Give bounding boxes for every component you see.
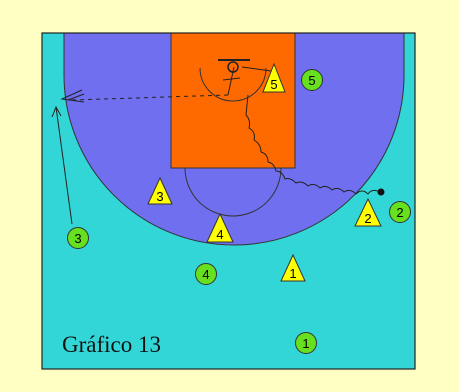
offense-player-5[interactable]: 5 (301, 69, 323, 91)
screen-mark (222, 66, 241, 96)
diagram-caption: Gráfico 13 (62, 332, 161, 357)
movement-lines (51, 66, 381, 225)
offense-player-label: 3 (74, 231, 81, 246)
defense-player-5[interactable]: 5 (262, 62, 286, 93)
green-circle-icon (67, 227, 89, 249)
defense-player-label: 2 (364, 211, 371, 226)
offense-player-1[interactable]: 1 (295, 332, 317, 354)
yellow-triangle-icon (354, 197, 382, 227)
defense-player-label: 3 (156, 189, 163, 204)
green-circle-icon (389, 201, 411, 223)
post-move-line (241, 66, 272, 72)
ball-dot-icon (377, 188, 385, 196)
pass-line (71, 94, 229, 101)
offense-player-label: 5 (308, 73, 315, 88)
defense-player-4[interactable]: 4 (206, 212, 234, 243)
defense-player-label: 5 (270, 77, 277, 92)
free-throw-circle (184, 167, 282, 217)
offense-player-2[interactable]: 2 (389, 201, 411, 223)
offense-player-label: 2 (396, 205, 403, 220)
offense-player-label: 4 (202, 267, 209, 282)
offense-player-4[interactable]: 4 (195, 263, 217, 285)
offense-player-3[interactable]: 3 (67, 227, 89, 249)
yellow-triangle-icon (206, 212, 234, 243)
cut-line-player-3 (55, 106, 73, 225)
green-circle-icon (195, 263, 217, 285)
green-circle-icon (301, 69, 323, 91)
dribble-path (245, 94, 381, 195)
pass-arrowhead (60, 89, 85, 103)
yellow-triangle-icon (147, 176, 173, 205)
green-circle-icon (295, 332, 317, 354)
defense-player-label: 4 (216, 227, 223, 242)
defense-player-1[interactable]: 1 (280, 253, 306, 282)
defense-player-label: 1 (289, 266, 296, 281)
cut-arrowhead (51, 105, 62, 118)
yellow-triangle-icon (262, 62, 286, 93)
restricted-area-arc (199, 67, 267, 102)
offense-player-label: 1 (302, 336, 309, 351)
defense-player-3[interactable]: 3 (147, 176, 173, 205)
defense-player-2[interactable]: 2 (354, 197, 382, 227)
court-border (41, 32, 416, 370)
yellow-triangle-icon (280, 253, 306, 282)
